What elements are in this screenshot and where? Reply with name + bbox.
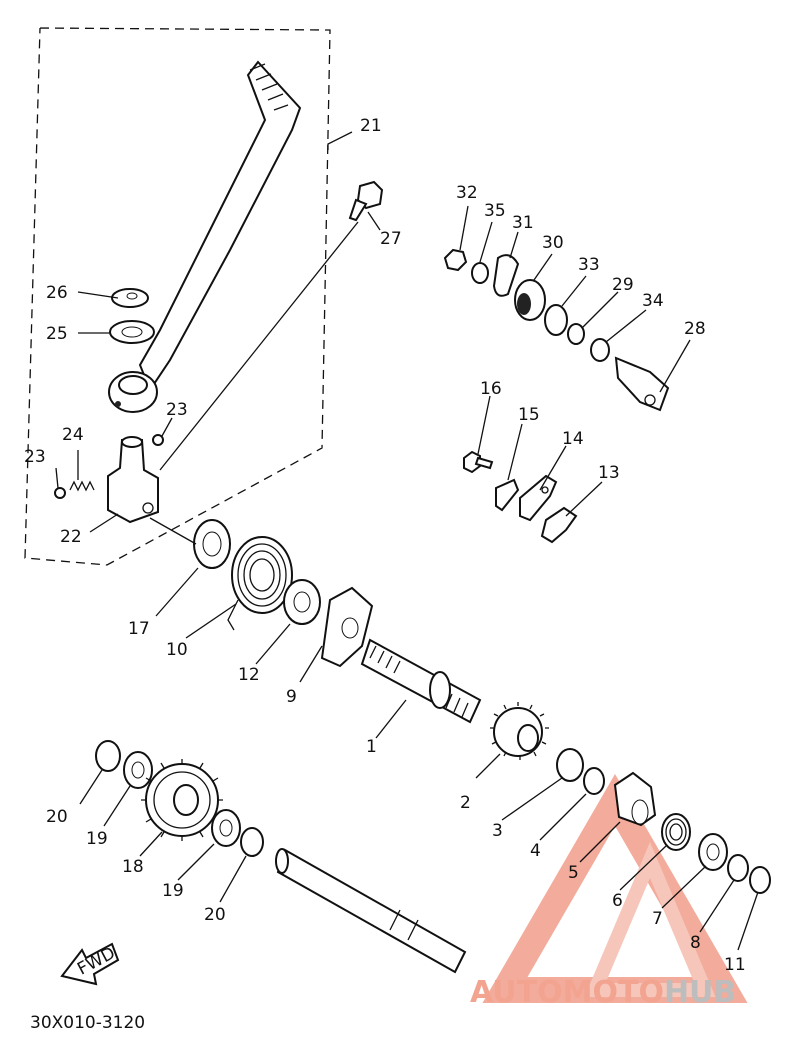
callout-18: 18 [122, 857, 144, 877]
kick-axle-1 [360, 638, 482, 724]
watermark-logo-icon [482, 774, 748, 1003]
callout-8: 8 [690, 933, 701, 953]
callout-22: 22 [60, 527, 82, 547]
fwd-arrow-icon [60, 942, 120, 986]
circlip-11 [749, 866, 771, 894]
callout-10: 10 [166, 640, 188, 660]
bearing-30 [514, 279, 546, 321]
shaft-28 [614, 356, 670, 412]
fwd-label: FWD [74, 943, 118, 979]
kick-lever-group-boundary [24, 27, 331, 566]
washer-33 [544, 304, 568, 336]
callout-13: 13 [598, 463, 620, 483]
callout-24: 24 [62, 425, 84, 445]
callout-23b: 23 [166, 400, 188, 420]
callout-25: 25 [46, 324, 68, 344]
callout-32: 32 [456, 183, 478, 203]
callout-17: 17 [128, 619, 150, 639]
washer-19b [211, 809, 241, 847]
callout-19b: 19 [162, 881, 184, 901]
leader-lines [55, 131, 759, 951]
plate-9 [320, 586, 374, 668]
ratchet-5 [613, 771, 657, 827]
callout-20b: 20 [204, 905, 226, 925]
oil-seal-17 [193, 519, 231, 569]
callout-2: 2 [460, 793, 471, 813]
circlip-4 [583, 767, 605, 795]
watermark-text: AUTOMOTOHUB [470, 975, 736, 1010]
idle-gear-18 [141, 759, 223, 841]
clip-29 [567, 323, 585, 345]
callout-35: 35 [484, 201, 506, 221]
washer-35 [471, 262, 489, 284]
callout-9: 9 [286, 687, 297, 707]
callout-29: 29 [612, 275, 634, 295]
nut-32 [443, 248, 468, 272]
diagram-code: 30X010-3120 [30, 1013, 145, 1033]
callout-21: 21 [360, 116, 382, 136]
washer-19a [123, 751, 153, 789]
watermark-moto: MOTO [563, 975, 664, 1010]
washer-7 [698, 833, 728, 871]
spring-24 [69, 480, 95, 492]
callout-33: 33 [578, 255, 600, 275]
callout-30: 30 [542, 233, 564, 253]
callout-16: 16 [480, 379, 502, 399]
callout-23a: 23 [24, 447, 46, 467]
callout-26: 26 [46, 283, 68, 303]
callout-28: 28 [684, 319, 706, 339]
ball-23b [152, 434, 164, 446]
plate-13 [540, 506, 578, 544]
main-axle [275, 848, 467, 974]
bolt-16 [463, 450, 494, 474]
watermark-auto: AUTO [470, 975, 563, 1010]
kick-lever [108, 60, 302, 413]
callout-20a: 20 [46, 807, 68, 827]
callout-6: 6 [612, 891, 623, 911]
plate-14 [519, 474, 558, 522]
spring-6 [661, 813, 691, 851]
washer-3 [556, 748, 584, 782]
callout-12: 12 [238, 665, 260, 685]
callout-34: 34 [642, 291, 664, 311]
bolt-27 [348, 180, 384, 222]
callout-11: 11 [724, 955, 746, 975]
circlip-20a [95, 740, 121, 772]
circlip-26 [111, 288, 149, 308]
callout-3: 3 [492, 821, 503, 841]
collar-12 [283, 579, 321, 625]
callout-5: 5 [568, 863, 579, 883]
kick-gear-2 [490, 702, 549, 760]
plate-15 [495, 478, 520, 512]
callout-14: 14 [562, 429, 584, 449]
callout-15: 15 [518, 405, 540, 425]
callout-4: 4 [530, 841, 541, 861]
callout-7: 7 [652, 909, 663, 929]
kick-boss [107, 436, 159, 524]
callout-27: 27 [380, 229, 402, 249]
callout-31: 31 [512, 213, 534, 233]
spring-34 [590, 338, 610, 362]
watermark-hub: HUB [664, 975, 736, 1010]
ball-23a [54, 487, 66, 499]
circlip-8 [727, 854, 749, 882]
circlip-20b [240, 827, 264, 857]
torsion-spring-10 [227, 536, 293, 631]
washer-25 [109, 320, 155, 344]
callout-1: 1 [366, 737, 377, 757]
plate-31 [492, 254, 520, 297]
callout-19a: 19 [86, 829, 108, 849]
